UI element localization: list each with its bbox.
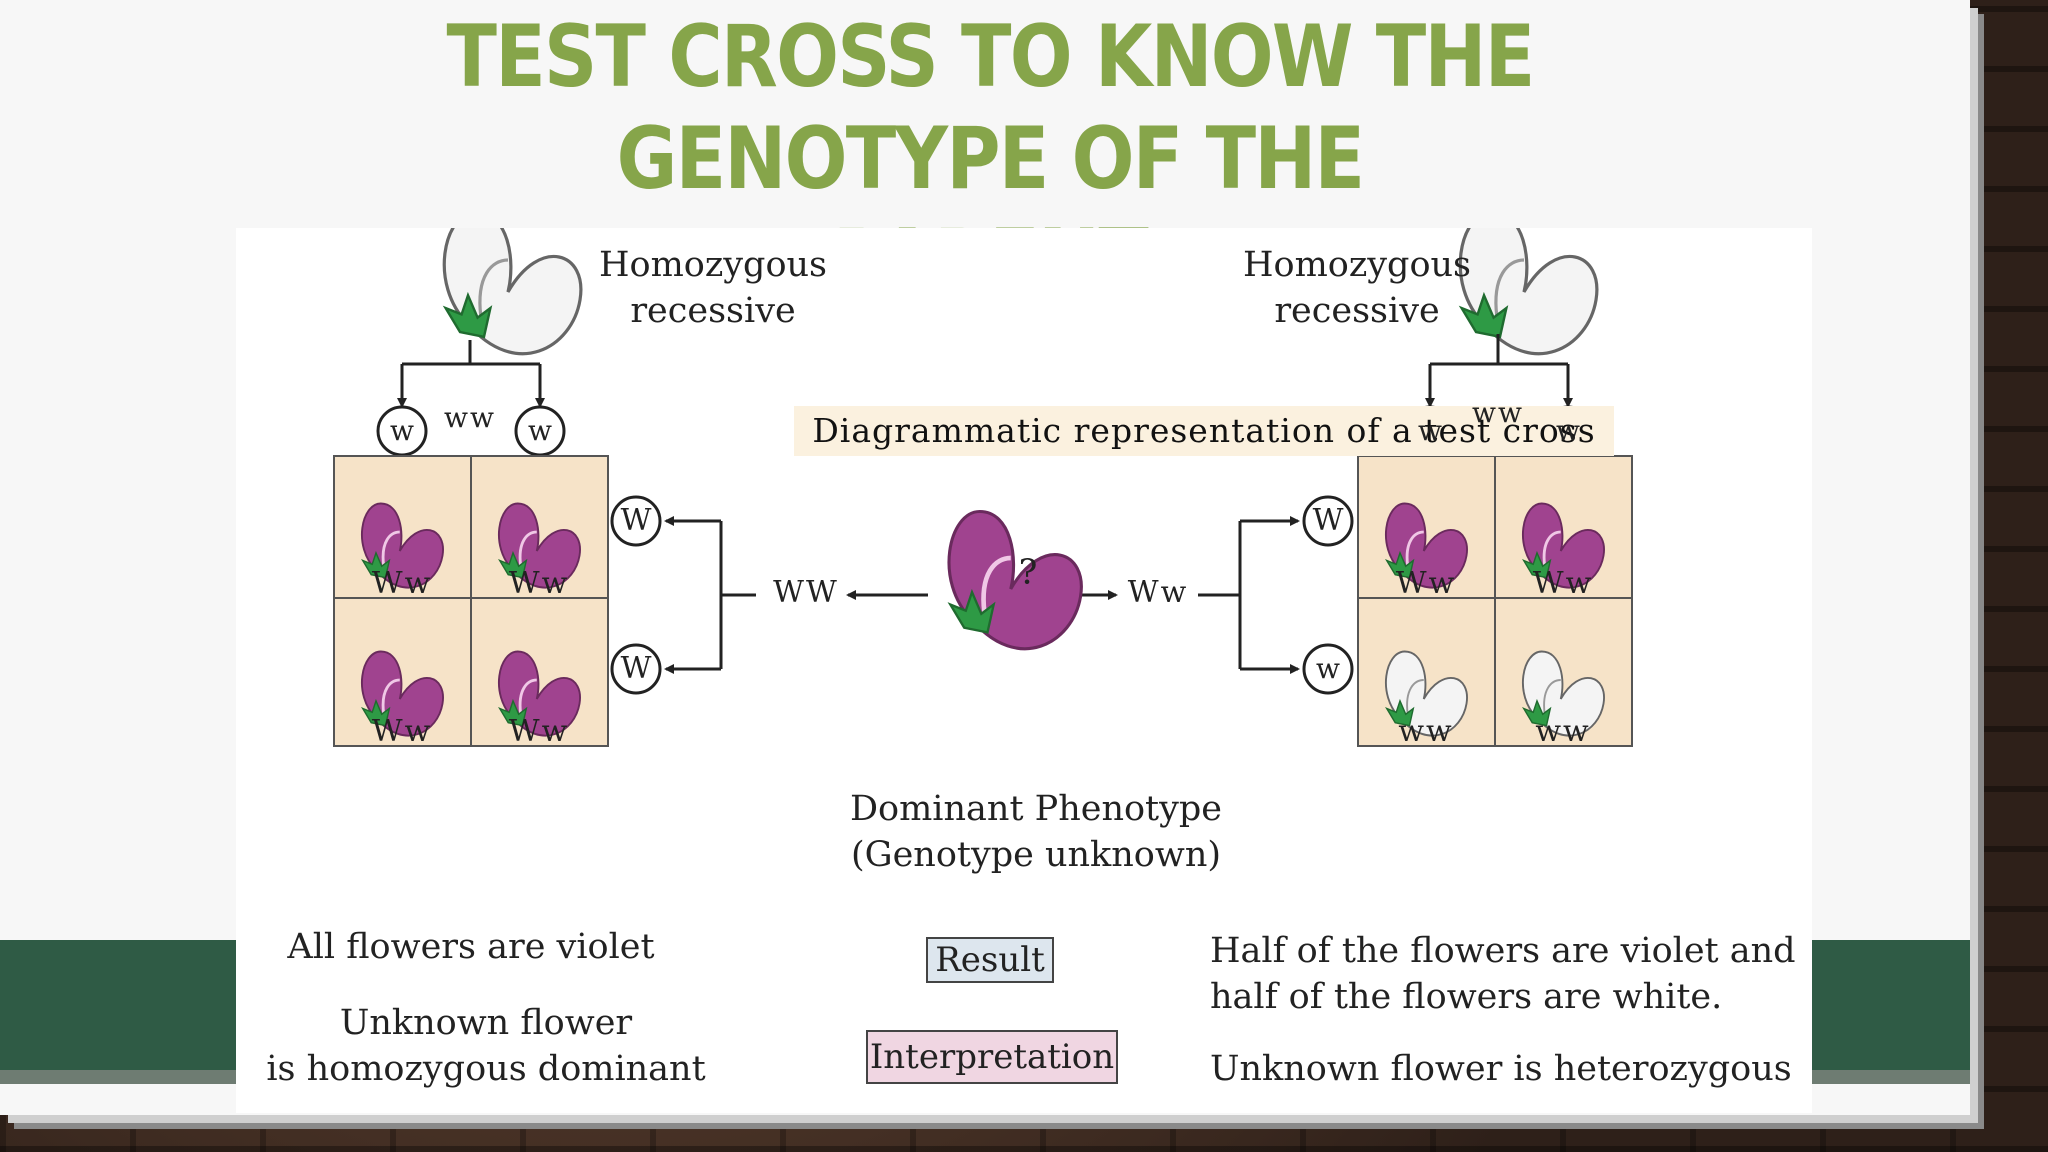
test-cross-diagram (333, 228, 1633, 747)
right-cross-gamete-1: W (1312, 503, 1344, 538)
diagram-panel: Diagrammatic representation of a test cr… (236, 228, 1812, 1113)
left-cell-1-genotype: Ww (371, 566, 433, 601)
result-label-box: Result (926, 937, 1054, 983)
right-parent-label: Homozygous recessive (1242, 242, 1472, 334)
right-interpretation: Unknown flower is heterozygous (1210, 1049, 1792, 1089)
left-cross-arrows (664, 516, 928, 674)
right-cell-2-genotype: Ww (1532, 566, 1594, 601)
right-parent-flower (1458, 228, 1599, 356)
left-parent-genotype: ww (444, 401, 496, 434)
left-parent-flower (442, 228, 583, 356)
left-parent-label-line2: recessive (630, 291, 796, 331)
right-parent-genotype: ww (1472, 396, 1524, 429)
left-result: All flowers are violet (287, 927, 655, 967)
left-cross-gamete-2: W (620, 651, 652, 686)
unknown-left-option: WW (773, 575, 839, 610)
right-parent-label-line1: Homozygous (1242, 245, 1472, 285)
unknown-question-mark: ? (1018, 553, 1038, 593)
left-cell-2-genotype: Ww (508, 566, 570, 601)
unknown-right-option: Ww (1127, 575, 1189, 610)
right-cell-4-genotype: ww (1535, 714, 1591, 749)
left-interpretation: Unknown flower is homozygous dominant (236, 1000, 736, 1092)
title-line-1: TEST CROSS TO KNOW THE GENOTYPE OF THE (446, 7, 1535, 209)
interpretation-label-box: Interpretation (866, 1030, 1118, 1084)
diagram-caption: Diagrammatic representation of a test cr… (812, 411, 1596, 450)
left-interpretation-line1: Unknown flower (339, 1003, 633, 1043)
unknown-parent-label: Dominant Phenotype (Genotype unknown) (796, 786, 1276, 878)
right-parent-label-line2: recessive (1274, 291, 1440, 331)
unknown-parent-label-line1: Dominant Phenotype (849, 789, 1223, 829)
right-parent-gamete-1: w (1418, 414, 1442, 447)
right-result: Half of the flowers are violet and half … (1210, 928, 1800, 1020)
right-cross-gamete-2: w (1316, 652, 1340, 685)
left-cell-3-genotype: Ww (371, 714, 433, 749)
right-cross-gametes (1302, 495, 1354, 695)
left-cross-gamete-1: W (620, 503, 652, 538)
left-parent-gamete-2: w (528, 414, 552, 447)
left-parent-label-line1: Homozygous (598, 245, 828, 285)
left-parent-label: Homozygous recessive (598, 242, 828, 334)
left-cell-4-genotype: Ww (508, 714, 570, 749)
right-result-line2: half of the flowers are white. (1210, 977, 1723, 1017)
right-parent-arrows (1425, 334, 1573, 408)
caption-box: Diagrammatic representation of a test cr… (794, 406, 1614, 456)
slide: TEST CROSS TO KNOW THE GENOTYPE OF THE P… (0, 0, 1970, 1115)
left-interpretation-line2: is homozygous dominant (266, 1049, 706, 1089)
left-parent-gamete-1: w (390, 414, 414, 447)
right-cell-1-genotype: Ww (1395, 566, 1457, 601)
unknown-parent-label-line2: (Genotype unknown) (850, 835, 1222, 875)
right-cell-3-genotype: ww (1398, 714, 1454, 749)
right-result-line1: Half of the flowers are violet and (1210, 931, 1796, 971)
left-cross-gametes (610, 495, 662, 695)
left-parent-arrows (397, 340, 545, 408)
right-parent-gamete-2: w (1556, 414, 1580, 447)
